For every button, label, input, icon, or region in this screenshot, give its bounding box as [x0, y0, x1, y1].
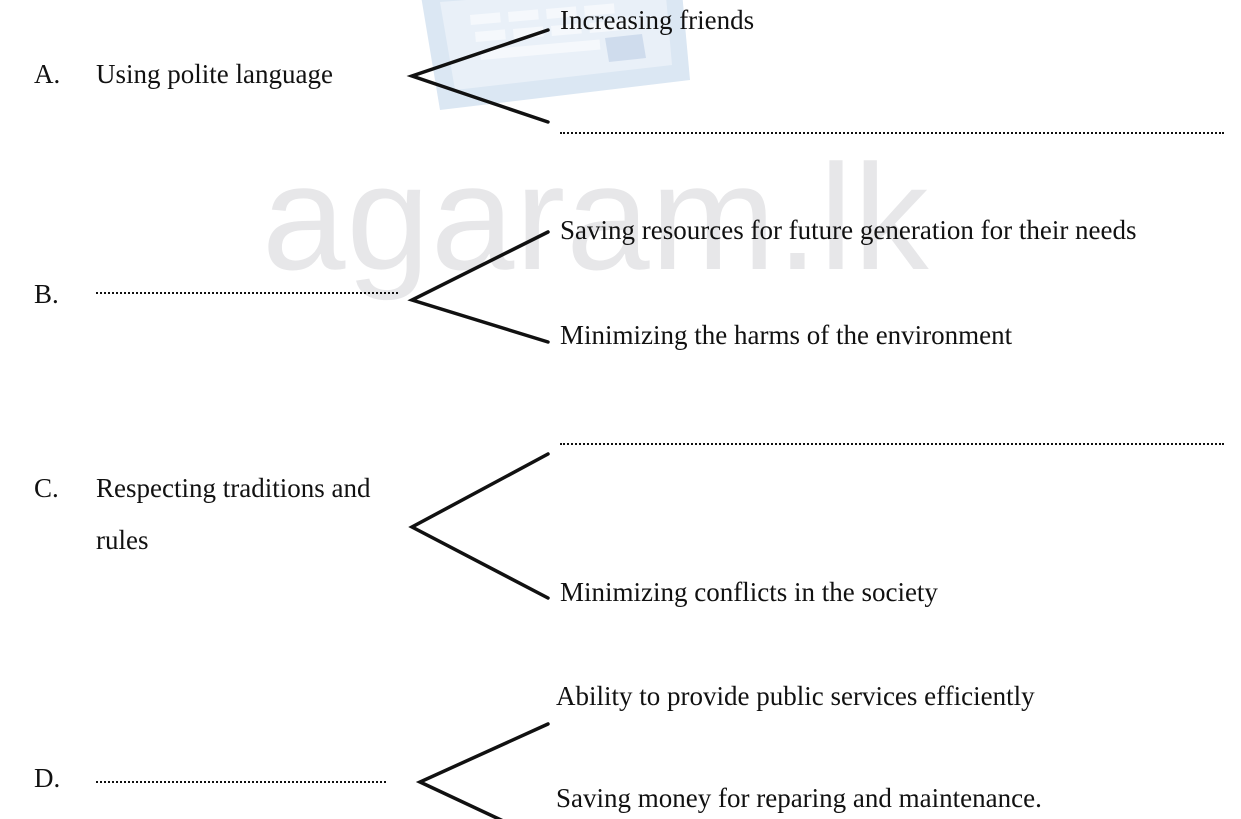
item-a-letter: A. — [34, 59, 61, 89]
item-c-cause-line-1: Respecting traditions and — [96, 473, 371, 503]
connector-d — [415, 722, 550, 819]
connector-a — [406, 28, 550, 124]
item-a-cause: Using polite language — [96, 59, 333, 89]
item-d-effect-2: Saving money for reparing and maintenanc… — [556, 783, 1042, 813]
item-d-letter: D. — [34, 763, 61, 793]
item-b-letter: B. — [34, 279, 59, 309]
connector-b — [407, 230, 550, 344]
laptop-watermark-logo — [421, 0, 690, 110]
item-d-effect-1: Ability to provide public services effic… — [556, 681, 1035, 711]
item-b-cause-blank[interactable] — [96, 292, 398, 294]
item-b-effect-1: Saving resources for future generation f… — [560, 215, 1137, 245]
item-a-effect-1: Increasing friends — [560, 5, 755, 35]
item-c-effect-1-blank[interactable] — [560, 443, 1224, 445]
item-b-effect-2: Minimizing the harms of the environment — [560, 320, 1013, 350]
item-c-effect-2: Minimizing conflicts in the society — [560, 577, 938, 607]
item-c-cause-line-2: rules — [96, 525, 149, 555]
connector-c — [408, 452, 550, 600]
item-d-cause-blank[interactable] — [96, 781, 386, 783]
item-a-effect-2-blank[interactable] — [560, 132, 1224, 134]
watermark-text: agaram.lk — [262, 133, 930, 301]
item-c-letter: C. — [34, 473, 59, 503]
